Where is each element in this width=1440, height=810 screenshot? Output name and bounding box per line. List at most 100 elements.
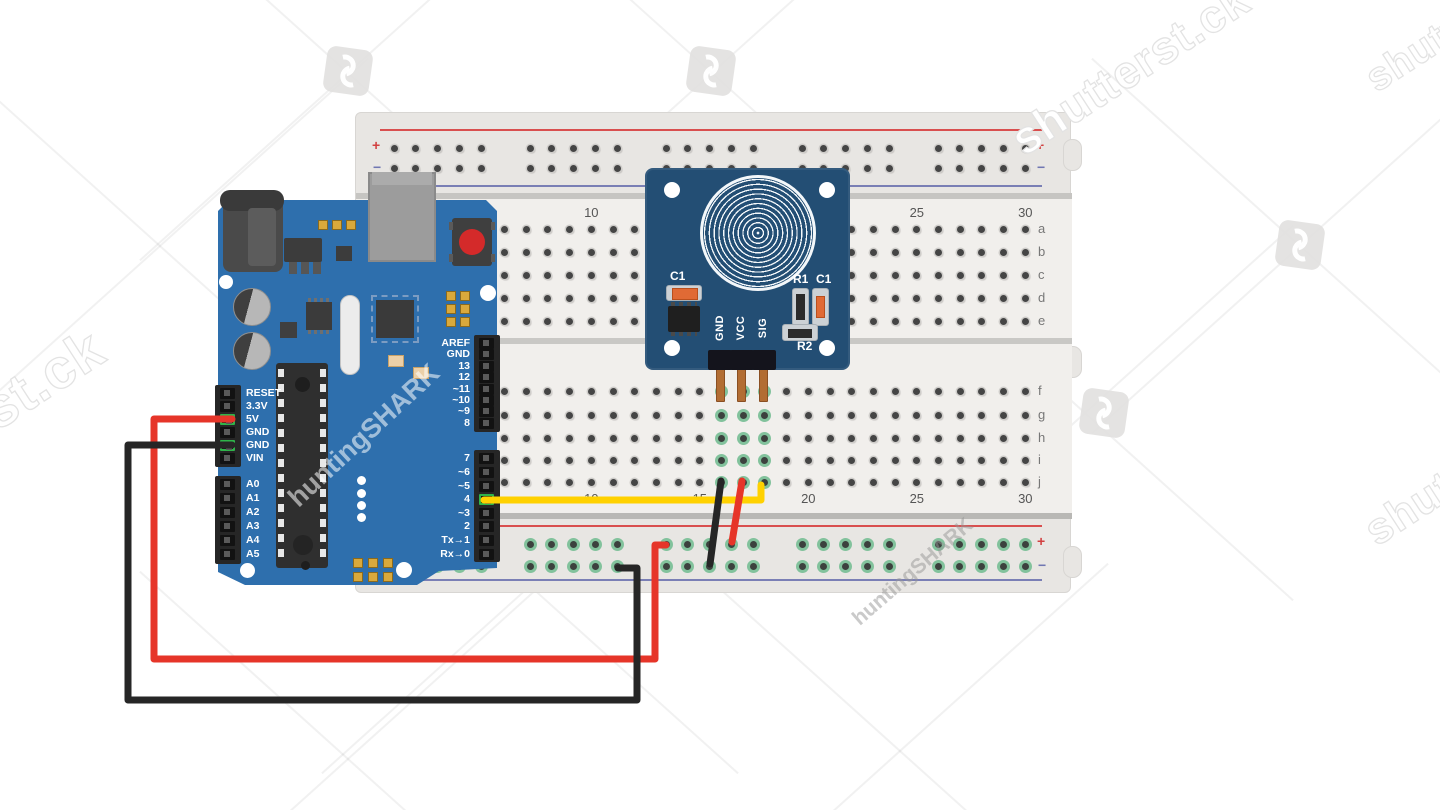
pin-label-13: 13 bbox=[458, 360, 470, 372]
pin-label-A0: A0 bbox=[246, 478, 260, 490]
serial-pad bbox=[368, 572, 378, 582]
screw-hole-icon bbox=[240, 563, 255, 578]
breadboard-hole bbox=[544, 317, 552, 325]
breadboard-rail-hole bbox=[684, 540, 692, 548]
smd-capacitor bbox=[413, 367, 429, 379]
pin-label-~5: ~5 bbox=[458, 480, 470, 492]
breadboard-hole bbox=[631, 411, 639, 419]
breadboard-rail-hole bbox=[885, 164, 893, 172]
breadboard-hole bbox=[544, 294, 552, 302]
pin-Rx→0 bbox=[479, 549, 494, 560]
breadboard-row-letter: j bbox=[1038, 474, 1041, 489]
breadboard-hole bbox=[783, 411, 791, 419]
breadboard-rail-hole bbox=[526, 144, 534, 152]
breadboard-hole bbox=[978, 271, 986, 279]
breadboard-hole bbox=[804, 434, 812, 442]
sensor-c1b-label: C1 bbox=[816, 272, 832, 286]
breadboard-rail-hole bbox=[999, 164, 1007, 172]
breadboard-rail-hole bbox=[706, 540, 714, 548]
capacitor-c1b bbox=[812, 288, 829, 326]
breadboard-hole bbox=[544, 478, 552, 486]
breadboard-rail-hole bbox=[390, 164, 398, 172]
breadboard-hole bbox=[1021, 317, 1029, 325]
breadboard-hole bbox=[1000, 387, 1008, 395]
breadboard-rail-hole bbox=[978, 164, 986, 172]
breadboard-hole bbox=[869, 271, 877, 279]
pin-~6 bbox=[479, 467, 494, 478]
pin-4 bbox=[479, 494, 494, 505]
breadboard-hole bbox=[1021, 411, 1029, 419]
breadboard-hole bbox=[1021, 271, 1029, 279]
breadboard-rail-hole bbox=[842, 540, 850, 548]
breadboard-hole bbox=[566, 225, 574, 233]
breadboard-rail-hole bbox=[999, 562, 1007, 570]
breadboard-hole bbox=[956, 271, 964, 279]
breadboard-hole bbox=[544, 411, 552, 419]
breadboard-hole bbox=[501, 248, 508, 256]
breadboard-hole bbox=[566, 434, 574, 442]
breadboard-rail-hole bbox=[526, 562, 534, 570]
breadboard-hole bbox=[913, 271, 921, 279]
breadboard-rail-hole bbox=[842, 144, 850, 152]
pin-label-8: 8 bbox=[464, 417, 470, 429]
shutterstock-watermark-text: shutterst.ck bbox=[1357, 0, 1440, 101]
breadboard-hole bbox=[913, 317, 921, 325]
ic-chip bbox=[668, 302, 700, 336]
breadboard-hole bbox=[566, 271, 574, 279]
breadboard-hole bbox=[978, 248, 986, 256]
breadboard-rail-hole bbox=[570, 562, 578, 570]
pin-A1 bbox=[220, 493, 235, 504]
sensor-c1-label: C1 bbox=[670, 269, 686, 283]
breadboard-hole bbox=[783, 434, 791, 442]
breadboard-hole bbox=[978, 387, 986, 395]
breadboard-hole bbox=[978, 456, 986, 464]
breadboard-hole bbox=[891, 294, 899, 302]
capacitor-cylinder bbox=[233, 288, 271, 326]
breadboard-hole bbox=[804, 478, 812, 486]
breadboard-hole bbox=[956, 294, 964, 302]
pin-~3 bbox=[479, 508, 494, 519]
breadboard-hole bbox=[935, 248, 942, 256]
breadboard-hole bbox=[1000, 248, 1008, 256]
breadboard-hole bbox=[718, 456, 725, 464]
icsp-pad bbox=[460, 304, 470, 314]
breadboard-hole bbox=[609, 317, 617, 325]
transistor bbox=[336, 246, 352, 261]
breadboard-rail-hole bbox=[706, 562, 714, 570]
breadboard-hole bbox=[1000, 225, 1008, 233]
sensor-pin-label-VCC: VCC bbox=[735, 315, 747, 341]
icsp-pad bbox=[460, 317, 470, 327]
breadboard-hole bbox=[956, 411, 964, 419]
regulator-leg bbox=[289, 262, 297, 274]
breadboard-hole bbox=[609, 248, 617, 256]
breadboard-rail-hole bbox=[863, 164, 871, 172]
pin-RESET bbox=[220, 388, 235, 399]
breadboard-hole bbox=[501, 456, 508, 464]
breadboard-rail-hole bbox=[684, 144, 692, 152]
breadboard-hole bbox=[566, 248, 574, 256]
plus-rail-sign: + bbox=[372, 137, 381, 153]
breadboard-hole bbox=[522, 478, 530, 486]
small-component bbox=[280, 322, 297, 338]
breadboard-hole bbox=[956, 387, 964, 395]
breadboard-hole bbox=[501, 387, 508, 395]
breadboard-hole bbox=[913, 294, 921, 302]
breadboard-rail-hole bbox=[477, 164, 485, 172]
pin-label-~9: ~9 bbox=[458, 405, 470, 417]
breadboard-hole bbox=[913, 478, 921, 486]
breadboard-hole bbox=[587, 248, 595, 256]
breadboard-hole bbox=[501, 411, 508, 419]
breadboard-rail-hole bbox=[956, 144, 964, 152]
breadboard-hole bbox=[869, 317, 877, 325]
breadboard-rail-hole bbox=[863, 562, 871, 570]
breadboard-rail-hole bbox=[978, 540, 986, 548]
breadboard-hole bbox=[587, 478, 595, 486]
breadboard-row-letter: c bbox=[1038, 267, 1045, 282]
breadboard-hole bbox=[501, 271, 508, 279]
minus-rail-line-bottom bbox=[380, 579, 1042, 581]
pin-label-5V: 5V bbox=[246, 413, 259, 425]
breadboard-hole bbox=[587, 317, 595, 325]
breadboard-hole bbox=[501, 478, 508, 486]
touch-pad-icon bbox=[700, 175, 816, 291]
